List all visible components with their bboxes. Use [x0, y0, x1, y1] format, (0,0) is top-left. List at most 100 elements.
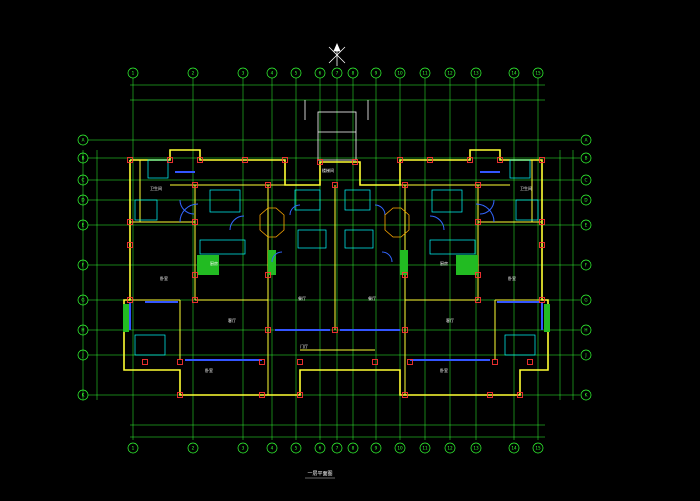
axis-bubble-circle — [580, 219, 592, 231]
axis-bubble-label: 4 — [271, 71, 274, 76]
axis-bubble-label: B — [585, 156, 588, 161]
column-marker — [475, 182, 481, 188]
axis-bubble-circle — [370, 442, 382, 454]
column-marker — [127, 219, 133, 225]
column-marker — [192, 272, 198, 278]
room-labels: 客厅客厅餐厅餐厅卧室卧室卧室卧室厨房厨房卫生间卫生间楼梯间门厅 — [150, 167, 532, 373]
fixtures — [134, 159, 539, 356]
drawing-title: 一层平面图 — [307, 471, 332, 477]
axis-bubble-circle — [266, 442, 278, 454]
axis-bubble-circle — [237, 442, 249, 454]
column-marker — [352, 159, 358, 165]
exterior-walls — [123, 149, 549, 396]
axis-bubble-circle — [419, 67, 431, 79]
axis-bubble-circle — [508, 442, 520, 454]
axis-bubble-label: 2 — [192, 446, 195, 451]
axis-bubble-label: 13 — [473, 446, 479, 451]
axis-bubble: 6 — [314, 442, 326, 454]
axis-bubble-label: 5 — [295, 71, 298, 76]
axis-bubble-circle — [331, 442, 343, 454]
axis-bubble-circle — [237, 67, 249, 79]
column-marker — [372, 359, 378, 365]
column-marker — [539, 219, 545, 225]
axis-bubble-label: A — [82, 138, 85, 143]
axis-bubble-label: 15 — [535, 446, 541, 451]
axis-bubble: 13 — [470, 67, 482, 79]
axis-bubble-label: 1 — [132, 71, 135, 76]
axis-bubble-label: 4 — [271, 446, 274, 451]
axis-bubble-circle — [580, 324, 592, 336]
axis-bubble: 3 — [237, 442, 249, 454]
axis-bubble: 11 — [419, 67, 431, 79]
column-marker — [142, 359, 148, 365]
column-marker — [402, 327, 408, 333]
axis-bubble-label: 1 — [132, 446, 135, 451]
axis-bubble-circle — [580, 389, 592, 401]
column-marker — [297, 392, 303, 398]
axis-bubble-circle — [187, 67, 199, 79]
column-marker — [407, 359, 413, 365]
room-label: 客厅 — [446, 317, 454, 323]
column-marker — [242, 157, 248, 163]
axis-bubble: A — [580, 134, 592, 146]
column-marker — [475, 272, 481, 278]
axis-bubble: 8 — [347, 67, 359, 79]
axis-bubble: G — [580, 294, 592, 306]
axis-bubble-label: 3 — [242, 446, 245, 451]
column-marker — [177, 359, 183, 365]
axis-bubble: 15 — [532, 442, 544, 454]
column-marker — [259, 359, 265, 365]
room-label: 客厅 — [228, 317, 236, 323]
axis-bubble-label: G — [584, 298, 587, 303]
axis-bubble-circle — [127, 442, 139, 454]
axis-bubble-label: 6 — [319, 446, 322, 451]
axis-bubble-circle — [314, 442, 326, 454]
column-marker — [127, 242, 133, 248]
axis-bubble-circle — [314, 67, 326, 79]
column-marker — [177, 392, 183, 398]
column-marker — [517, 392, 523, 398]
axis-bubble-circle — [419, 442, 431, 454]
axis-bubble-label: 11 — [422, 446, 428, 451]
axis-bubble-circle — [444, 442, 456, 454]
column-marker — [332, 182, 338, 188]
column-marker — [527, 359, 533, 365]
dimension-lines — [82, 84, 574, 438]
axis-bubble-circle — [187, 442, 199, 454]
axis-bubble-circle — [580, 194, 592, 206]
axis-bubble-circle — [470, 442, 482, 454]
room-label: 卧室 — [440, 367, 448, 373]
axis-bubble-label: A — [585, 138, 588, 143]
axis-bubble-circle — [532, 67, 544, 79]
axis-bubble-circle — [580, 152, 592, 164]
column-marker — [265, 182, 271, 188]
axis-bubble-circle — [370, 67, 382, 79]
axis-bubble: 8 — [347, 442, 359, 454]
axis-bubble: H — [580, 324, 592, 336]
axis-bubble: 7 — [331, 442, 343, 454]
axis-bubble-label: D — [584, 198, 587, 203]
room-label: 卫生间 — [150, 185, 162, 191]
room-label: 厨房 — [440, 260, 448, 266]
column-marker — [539, 157, 545, 163]
axis-bubble-circle — [580, 259, 592, 271]
column-marker — [332, 327, 338, 333]
column-marker — [539, 297, 545, 303]
axis-bubble: 15 — [532, 67, 544, 79]
balconies — [123, 250, 550, 332]
column-marker — [192, 182, 198, 188]
axis-bubble-circle — [347, 67, 359, 79]
column-marker — [297, 359, 303, 365]
axis-bubble-circle — [266, 67, 278, 79]
axis-bubble-circle — [331, 67, 343, 79]
axis-bubble: 1 — [127, 442, 139, 454]
column-marker — [492, 359, 498, 365]
axis-bubble-circle — [580, 174, 592, 186]
column-marker — [282, 157, 288, 163]
column-marker — [475, 219, 481, 225]
axis-bubble: 9 — [370, 67, 382, 79]
axis-bubble-label: J — [584, 353, 586, 358]
column-marker — [197, 157, 203, 163]
axis-bubble-label: 5 — [295, 446, 298, 451]
column-marker — [539, 242, 545, 248]
